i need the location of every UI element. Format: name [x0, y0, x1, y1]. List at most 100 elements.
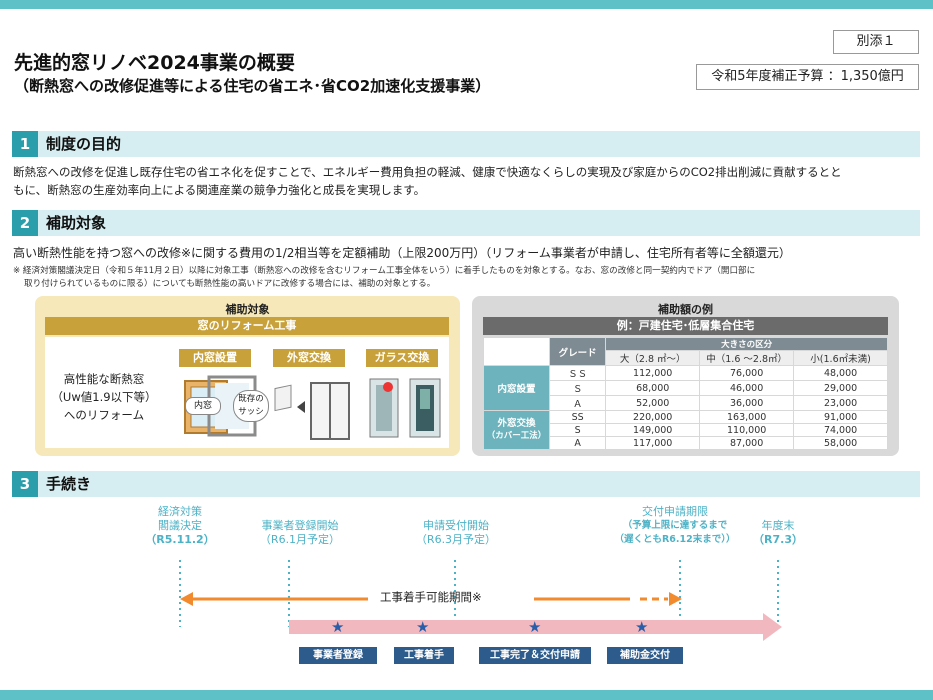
value-cell: 68,000 [605, 380, 701, 396]
glass-illustration [369, 378, 441, 438]
subsidy-note-line1: ※ 経済対策閣議決定日（令和５年11月２日）以降に対象工事（断熱窓への改修を含む… [13, 266, 756, 276]
step-construction-start: 工事着手 [394, 647, 454, 664]
value-cell: 46,000 [699, 380, 795, 396]
target-panel-subheader: 窓のリフォーム工事 [45, 317, 449, 335]
value-cell: 149,000 [605, 423, 701, 437]
size-small: 小(1.6㎡未満) [793, 350, 888, 366]
period-arrow-right-head [669, 592, 682, 606]
existing-sash-label: 既存の サッシ [233, 390, 269, 422]
star-icon: ★ [635, 618, 649, 636]
milestone-application-start: 申請受付開始 （R6.3月予定） [396, 519, 516, 547]
group-outer-line1: 外窓交換 [497, 418, 536, 429]
top-band [0, 0, 933, 9]
existing-sash-line1: 既存の [238, 394, 264, 404]
section-title: 手続き [46, 475, 92, 493]
value-cell: 110,000 [699, 423, 795, 437]
step-subsidy-grant: 補助金交付 [607, 647, 683, 664]
milestone-line: 閣議決定 [158, 519, 202, 532]
procedure-timeline [179, 560, 782, 641]
milestone-line: （R6.3月予定） [415, 533, 497, 546]
value-cell: 23,000 [793, 395, 888, 411]
grade-cell: SS [549, 410, 607, 424]
milestone-line: （予算上限に達するまで [622, 520, 728, 531]
purpose-text-line1: 断熱窓への改修を促進し既存住宅の省エネ化を促すことで、エネルギー費用負担の軽減、… [13, 165, 842, 179]
target-desc-line3: へのリフォーム [63, 408, 145, 422]
amount-panel-subheader: 例：戸建住宅･低層集合住宅 [483, 317, 888, 335]
grade-cell: Ｓ [549, 380, 607, 396]
target-panel: 補助対象 窓のリフォーム工事 高性能な断熱窓 （Uw値1.9以下等） へのリフォ… [35, 296, 460, 456]
milestone-line: （R7.3） [753, 533, 803, 546]
target-panel-header: 補助対象 [225, 303, 270, 316]
milestone-line: 年度末 [761, 519, 795, 532]
milestone-line: （R5.11.2） [145, 533, 215, 546]
milestone-line: （遅くともR6.12末まで）） [614, 534, 736, 545]
bottom-band [0, 690, 933, 700]
milestone-line: 経済対策 [158, 505, 202, 518]
milestone-line: 申請受付開始 [423, 519, 489, 532]
milestone-guide-lines [179, 560, 779, 627]
group-outer-line2: （カバー工法） [486, 431, 547, 441]
method-inner-window: 内窓設置 [179, 349, 251, 367]
budget-label: 令和5年度補正予算 ：1,350億円 [696, 64, 919, 90]
value-cell: 58,000 [793, 436, 888, 450]
group-outer-window: 外窓交換 （カバー工法） [482, 410, 551, 450]
size-medium: 中（1.6 ～2.8㎡） [699, 350, 795, 366]
amount-panel: 補助額の例 例：戸建住宅･低層集合住宅 グレード 大きさの区分 大（2.8 ㎡～… [472, 296, 899, 456]
table-row: S 149,000 110,000 74,000 [484, 423, 888, 437]
main-timeline-head [763, 613, 782, 641]
star-icon: ★ [331, 618, 345, 636]
section-title: 制度の目的 [46, 135, 122, 153]
grade-cell: ＳＳ [549, 365, 607, 381]
milestone-line: 事業者登録開始 [261, 519, 339, 532]
annex-label: 別添１ [833, 30, 919, 54]
value-cell: 220,000 [605, 410, 701, 424]
grade-header: グレード [549, 337, 607, 366]
value-cell: 117,000 [605, 436, 701, 450]
table-row: Ｓ 68,000 46,000 29,000 [484, 380, 888, 396]
milestone-cabinet-decision: 経済対策 閣議決定 （R5.11.2） [130, 505, 230, 547]
group-inner-window: 内窓設置 [482, 365, 551, 411]
section-3-bar: 3 手続き [12, 471, 920, 497]
section-number: 2 [12, 210, 38, 236]
method-glass: ガラス交換 [366, 349, 438, 367]
table-row: 外窓交換 （カバー工法） SS 220,000 163,000 91,000 [482, 410, 888, 450]
grade-cell: Ａ [549, 395, 607, 411]
star-icon: ★ [528, 618, 542, 636]
inner-window-label: 内窓 [185, 397, 221, 415]
step-completion-application: 工事完了＆交付申請 [479, 647, 591, 664]
grade-cell: S [549, 423, 607, 437]
section-number: 3 [12, 471, 38, 497]
main-timeline-bar [289, 620, 763, 634]
step-registration: 事業者登録 [299, 647, 377, 664]
milestone-fiscal-year-end: 年度末 （R7.3） [738, 519, 818, 547]
value-cell: 52,000 [605, 395, 701, 411]
table-row: A 117,000 87,000 58,000 [484, 436, 888, 450]
star-icon: ★ [416, 618, 430, 636]
existing-sash-line2: サッシ [238, 407, 264, 417]
section-number: 1 [12, 131, 38, 157]
size-large: 大（2.8 ㎡～） [605, 350, 701, 366]
purpose-text-line2: もに、断熱窓の生産効率向上による関連産業の競争力強化と成長を実現します。 [13, 183, 426, 197]
section-2-bar: 2 補助対象 [12, 210, 920, 236]
value-cell: 163,000 [699, 410, 795, 424]
method-outer-window: 外窓交換 [273, 349, 345, 367]
page-subtitle: （断熱窓への改修促進等による住宅の省エネ･省CO2加速化支援事業） [14, 77, 491, 95]
outer-window-illustration [274, 382, 350, 440]
milestone-line: （R6.1月予定） [259, 533, 341, 546]
value-cell: 74,000 [793, 423, 888, 437]
table-row: 内窓設置 ＳＳ 112,000 76,000 48,000 [482, 365, 888, 411]
target-desc-line2: （Uw値1.9以下等） [51, 390, 157, 404]
milestone-registration-start: 事業者登録開始 （R6.1月予定） [240, 519, 360, 547]
value-cell: 36,000 [699, 395, 795, 411]
subsidy-note-line2: 取り付けられているものに限る）についても断熱性能の高いドアに改修する場合には、補… [24, 279, 436, 289]
target-desc-line1: 高性能な断熱窓 [63, 372, 145, 386]
period-arrow-left-head [180, 592, 193, 606]
amount-panel-header: 補助額の例 [658, 303, 713, 316]
value-cell: 29,000 [793, 380, 888, 396]
grade-cell: A [549, 436, 607, 450]
value-cell: 112,000 [605, 365, 701, 381]
period-label: 工事着手可能期間※ [380, 590, 482, 604]
amount-table: グレード 大きさの区分 大（2.8 ㎡～） 中（1.6 ～2.8㎡） 小(1.6… [482, 337, 888, 450]
value-cell: 76,000 [699, 365, 795, 381]
value-cell: 91,000 [793, 410, 888, 424]
